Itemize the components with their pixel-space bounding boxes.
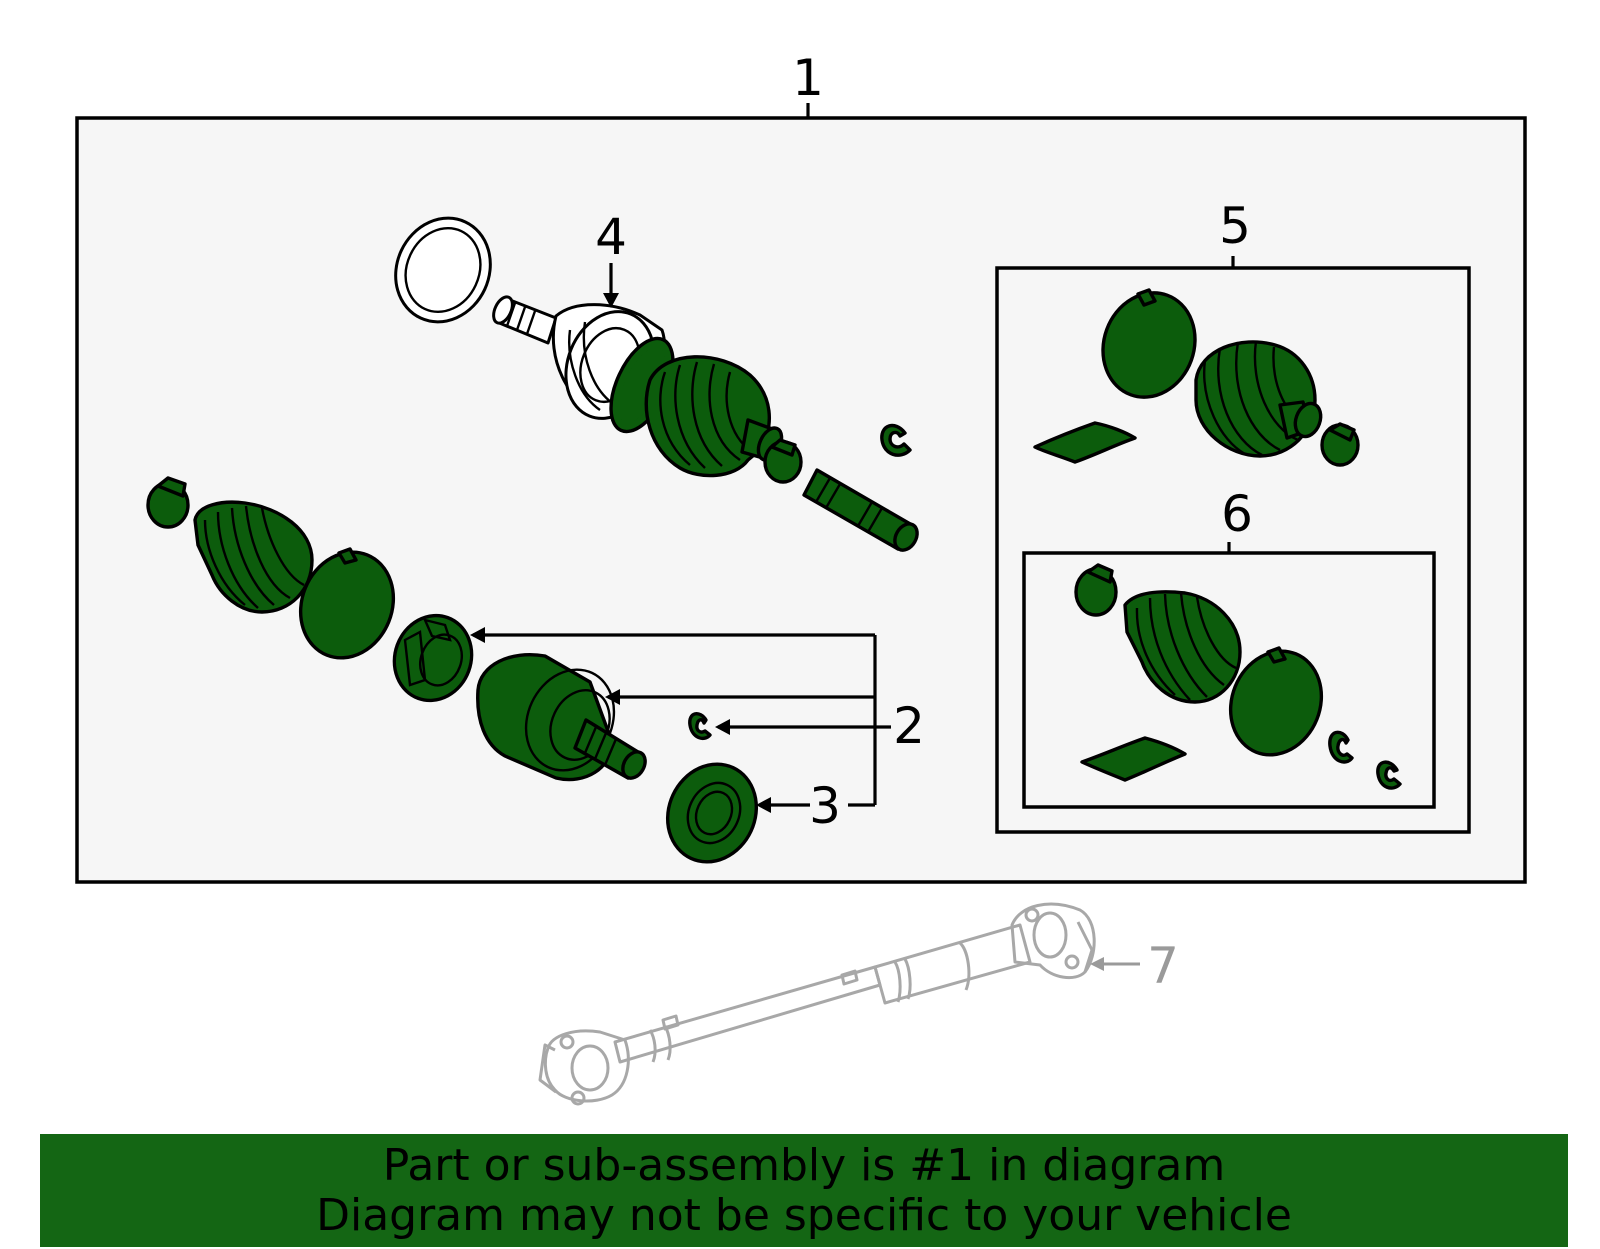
callout-6[interactable]: 6 <box>1221 485 1253 543</box>
callout-4[interactable]: 4 <box>595 208 627 266</box>
seal-ring <box>394 216 492 324</box>
callout-5[interactable]: 5 <box>1219 197 1251 255</box>
inner-cv-joint-parts[interactable] <box>146 476 712 785</box>
banner-line-1: Part or sub-assembly is #1 in diagram <box>382 1139 1226 1191</box>
callout-2[interactable]: 2 <box>893 697 925 755</box>
info-banner: Part or sub-assembly is #1 in diagram Di… <box>40 1134 1568 1247</box>
boot-kit-6[interactable] <box>1074 563 1402 790</box>
callout-3[interactable]: 3 <box>809 777 841 835</box>
driveshaft-reference-7[interactable]: 7 <box>538 902 1179 1106</box>
banner-line-2: Diagram may not be specific to your vehi… <box>316 1189 1292 1241</box>
assembly-1-frame: 1 <box>75 49 1527 884</box>
kit-5-frame: 5 <box>995 197 1471 834</box>
seal-part[interactable] <box>652 750 772 877</box>
callout-1[interactable]: 1 <box>792 49 824 107</box>
leader-lines-2-3: 2 3 <box>470 627 925 835</box>
kit-6-frame: 6 <box>1022 485 1436 809</box>
outer-cv-joint-assembly[interactable]: 4 <box>379 203 922 555</box>
callout-7[interactable]: 7 <box>1147 937 1179 995</box>
boot-kit-5[interactable] <box>1033 280 1360 467</box>
